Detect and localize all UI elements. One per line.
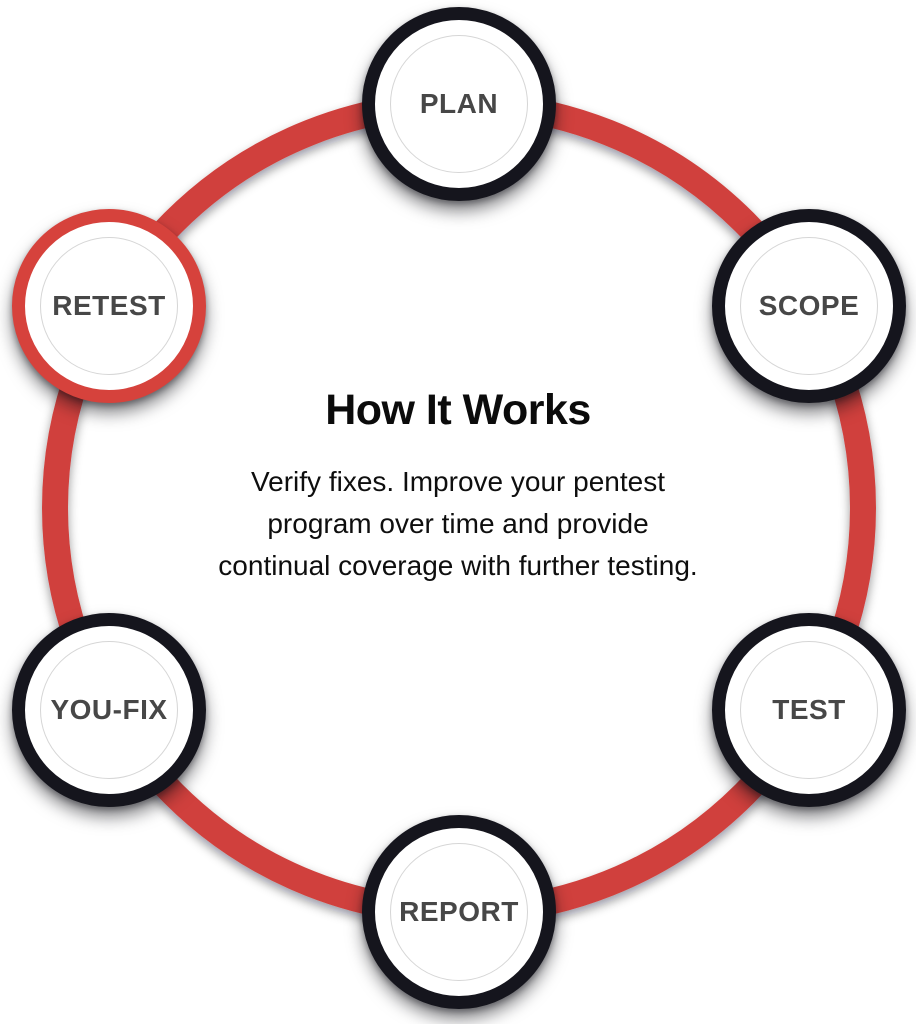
step-node-report: REPORT: [362, 815, 556, 1009]
description-line: Verify fixes. Improve your pentest: [251, 466, 665, 497]
center-text-block: How It Works Verify fixes. Improve your …: [138, 386, 778, 587]
step-label-scope: SCOPE: [758, 290, 860, 321]
step-node-retest: RETEST: [12, 209, 206, 403]
step-label-report: REPORT: [399, 896, 519, 927]
step-label-plan: PLAN: [419, 88, 499, 119]
diagram-title: How It Works: [325, 386, 591, 434]
diagram-description: Verify fixes. Improve your pentest progr…: [138, 461, 778, 587]
step-node-scope: SCOPE: [712, 209, 906, 403]
step-node-you-fix: YOU-FIX: [12, 613, 206, 807]
step-label-you-fix: YOU-FIX: [50, 694, 168, 725]
step-label-test: TEST: [772, 694, 846, 725]
description-line: continual coverage with further testing.: [218, 550, 698, 581]
description-line: program over time and provide: [267, 508, 649, 539]
step-node-plan: PLAN: [362, 7, 556, 201]
step-node-test: TEST: [712, 613, 906, 807]
step-label-retest: RETEST: [52, 290, 166, 321]
